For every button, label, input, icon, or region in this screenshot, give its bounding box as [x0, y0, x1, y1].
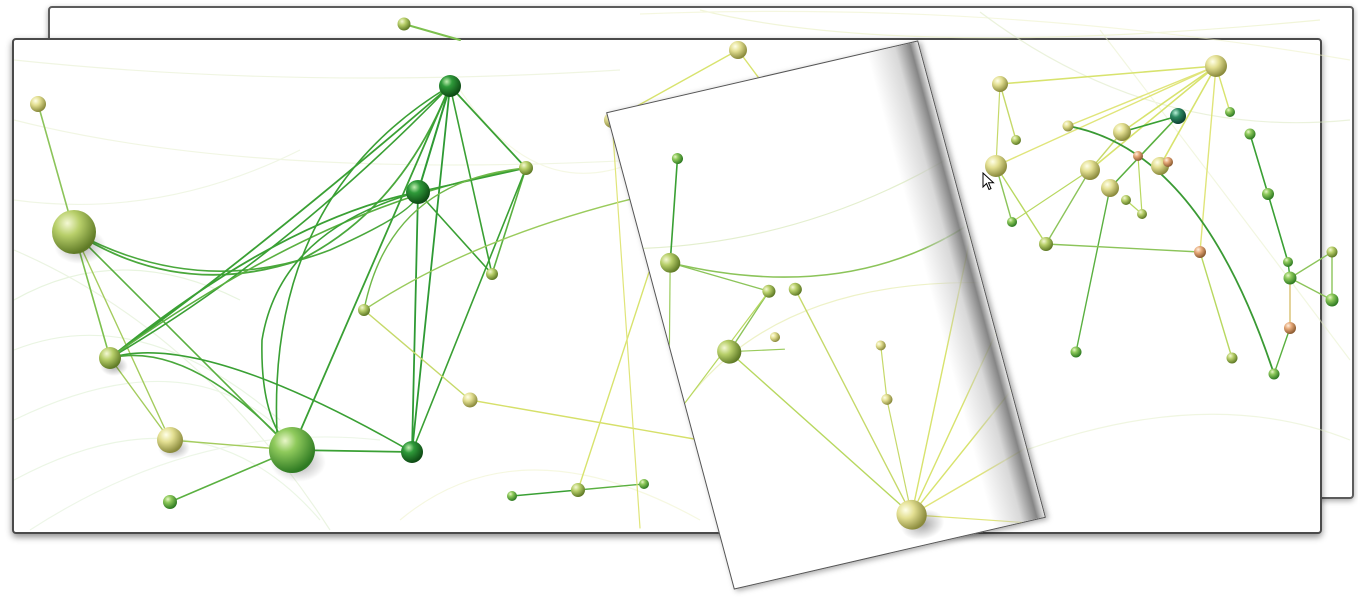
graph-node[interactable]	[439, 75, 461, 97]
graph-node[interactable]	[671, 152, 685, 165]
graph-node[interactable]	[1262, 188, 1274, 200]
graph-node[interactable]	[462, 392, 478, 408]
graph-node[interactable]	[519, 161, 533, 175]
graph-node[interactable]	[880, 393, 894, 406]
graph-node[interactable]	[1121, 195, 1131, 205]
mouse-pointer-icon	[982, 172, 995, 191]
graph-node[interactable]	[985, 155, 1007, 177]
graph-node[interactable]	[1194, 246, 1206, 258]
graph-node[interactable]	[658, 251, 683, 275]
graph-node[interactable]	[1137, 209, 1147, 219]
graph-node[interactable]	[163, 495, 177, 509]
graph-node[interactable]	[1268, 368, 1280, 380]
graph-node[interactable]	[30, 96, 46, 112]
graph-node[interactable]	[1226, 352, 1238, 364]
graph-node[interactable]	[1225, 107, 1235, 117]
graph-node[interactable]	[507, 491, 517, 501]
graph-node[interactable]	[761, 284, 777, 299]
graph-node[interactable]	[1170, 108, 1186, 124]
graph-node[interactable]	[875, 339, 887, 351]
graph-node[interactable]	[1062, 120, 1074, 132]
graph-node[interactable]	[269, 427, 315, 473]
graph-node[interactable]	[1011, 135, 1021, 145]
graph-node[interactable]	[1284, 322, 1296, 334]
graph-node[interactable]	[1325, 293, 1339, 307]
graph-node[interactable]	[992, 76, 1008, 92]
graph-node[interactable]	[1039, 237, 1053, 251]
back-panel-edges	[403, 23, 1333, 375]
graph-node[interactable]	[787, 282, 803, 297]
graph-node[interactable]	[769, 331, 781, 343]
graph-node[interactable]	[358, 304, 370, 316]
graph-node[interactable]	[1283, 271, 1297, 285]
graph-node[interactable]	[729, 41, 747, 59]
graph-node[interactable]	[1205, 55, 1227, 77]
front-faint-edges	[14, 59, 701, 531]
graph-node[interactable]	[1070, 346, 1082, 358]
graph-node[interactable]	[1080, 160, 1100, 180]
graph-node[interactable]	[486, 268, 498, 280]
graph-node[interactable]	[401, 441, 423, 463]
graph-node[interactable]	[1113, 123, 1131, 141]
graph-node[interactable]	[397, 17, 411, 31]
graph-node[interactable]	[1101, 179, 1119, 197]
flipping-graph-panel[interactable]	[606, 40, 1046, 590]
graph-node[interactable]	[1007, 217, 1017, 227]
back-panel-nodes	[397, 17, 1339, 380]
graph-node[interactable]	[406, 180, 430, 204]
graph-node[interactable]	[1326, 246, 1338, 258]
graph-node[interactable]	[714, 337, 744, 366]
graph-node[interactable]	[1163, 157, 1173, 167]
graph-node[interactable]	[157, 427, 183, 453]
graph-node[interactable]	[1133, 151, 1143, 161]
graph-node[interactable]	[639, 479, 649, 489]
front-panel-edges	[37, 49, 791, 529]
back-faint-edges	[639, 9, 1351, 461]
graph-node[interactable]	[1283, 257, 1293, 267]
graph-node[interactable]	[99, 347, 121, 369]
graph-node[interactable]	[52, 210, 96, 254]
graph-node[interactable]	[893, 497, 930, 533]
graph-node[interactable]	[1244, 128, 1256, 140]
flipped-panel-nodes	[658, 152, 945, 540]
graph-node[interactable]	[571, 483, 585, 497]
